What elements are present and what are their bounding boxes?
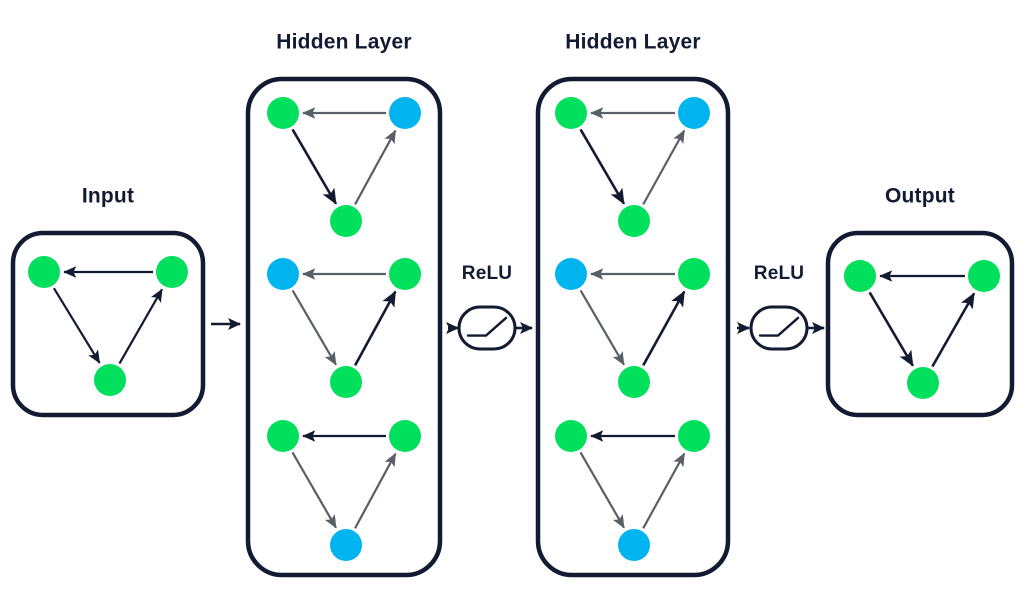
- block-label-output: Output: [885, 185, 955, 208]
- h2-g1-node-top-left: [555, 97, 587, 129]
- h1-g3-node-top-left: [267, 420, 299, 452]
- input-node-top-right: [156, 256, 188, 288]
- relu-curve-icon: [758, 316, 800, 337]
- graph-edge-edge-left-to-bottom: [579, 128, 626, 205]
- graph-edge-edge-left-to-bottom: [291, 128, 338, 205]
- graph-edge-edge-left-to-bottom: [291, 289, 337, 366]
- block-hidden2: Hidden Layer: [535, 31, 731, 578]
- input-node-bottom: [94, 364, 126, 396]
- h2-g1-node-top-right: [678, 97, 710, 129]
- relu-curve-icon: [466, 316, 508, 337]
- graph-hidden2-1: [555, 258, 710, 398]
- flow-arrows-layer: [211, 318, 826, 334]
- graph-edge-edge-left-to-bottom: [868, 291, 914, 367]
- h1-g2-node-bottom: [330, 366, 362, 398]
- h1-g1-node-bottom: [330, 205, 362, 237]
- activation-label-relu1: ReLU: [462, 263, 512, 284]
- graph-hidden1-2: [267, 420, 421, 561]
- graph-input-0: [28, 256, 188, 396]
- h1-g2-node-top-right: [389, 258, 421, 290]
- h2-g2-node-bottom: [618, 366, 650, 398]
- output-node-top-left: [844, 260, 876, 292]
- graph-edge-edge-left-to-bottom: [52, 287, 101, 364]
- graph-edge-edge-left-to-bottom: [579, 451, 625, 529]
- output-node-top-right: [968, 260, 1000, 292]
- activation-label-relu2: ReLU: [754, 263, 804, 284]
- activation-pill-relu1: [457, 305, 517, 351]
- graph-hidden1-0: [267, 97, 421, 237]
- h2-g3-node-bottom: [618, 529, 650, 561]
- h2-g2-node-top-right: [678, 258, 710, 290]
- h1-g1-node-top-right: [389, 97, 421, 129]
- graph-edge-edge-bottom-to-right: [354, 129, 397, 205]
- h2-g2-node-top-left: [555, 258, 587, 290]
- h1-g1-node-top-left: [267, 97, 299, 129]
- activation-relu2: ReLU: [749, 263, 809, 351]
- block-input: Input: [10, 185, 206, 418]
- h2-g3-node-top-left: [555, 420, 587, 452]
- graph-edge-edge-bottom-to-right: [642, 290, 686, 367]
- h2-g3-node-top-right: [678, 420, 710, 452]
- block-label-input: Input: [82, 185, 134, 208]
- graph-output-0: [844, 260, 1000, 399]
- graph-edge-edge-bottom-to-right: [353, 290, 397, 366]
- graph-edge-edge-bottom-to-right: [642, 452, 686, 529]
- graph-edge-edge-bottom-to-right: [354, 452, 397, 529]
- block-label-hidden2: Hidden Layer: [565, 31, 700, 54]
- block-hidden1: Hidden Layer: [245, 31, 443, 578]
- block-outline-hidden1: [245, 76, 443, 578]
- graph-hidden2-0: [555, 97, 710, 237]
- graph-edge-edge-left-to-bottom: [579, 289, 625, 366]
- graph-edge-edge-bottom-to-right: [931, 292, 976, 368]
- h1-g3-node-bottom: [330, 529, 362, 561]
- h1-g3-node-top-right: [389, 420, 421, 452]
- block-outline-hidden2: [535, 76, 731, 578]
- graph-hidden1-1: [267, 258, 421, 398]
- block-output: Output: [825, 185, 1015, 418]
- graph-edge-edge-left-to-bottom: [291, 451, 337, 529]
- h1-g2-node-top-left: [267, 258, 299, 290]
- activation-relu1: ReLU: [457, 263, 517, 351]
- block-outline-input: [10, 230, 206, 418]
- block-label-hidden1: Hidden Layer: [276, 31, 411, 54]
- activation-pill-relu2: [749, 305, 809, 351]
- h2-g1-node-bottom: [618, 205, 650, 237]
- graph-edge-edge-bottom-to-right: [118, 288, 163, 365]
- output-node-bottom: [907, 367, 939, 399]
- input-node-top-left: [28, 256, 60, 288]
- graph-edge-edge-bottom-to-right: [642, 129, 686, 205]
- activations-layer: ReLU ReLU: [457, 263, 809, 351]
- graph-hidden2-2: [555, 420, 710, 561]
